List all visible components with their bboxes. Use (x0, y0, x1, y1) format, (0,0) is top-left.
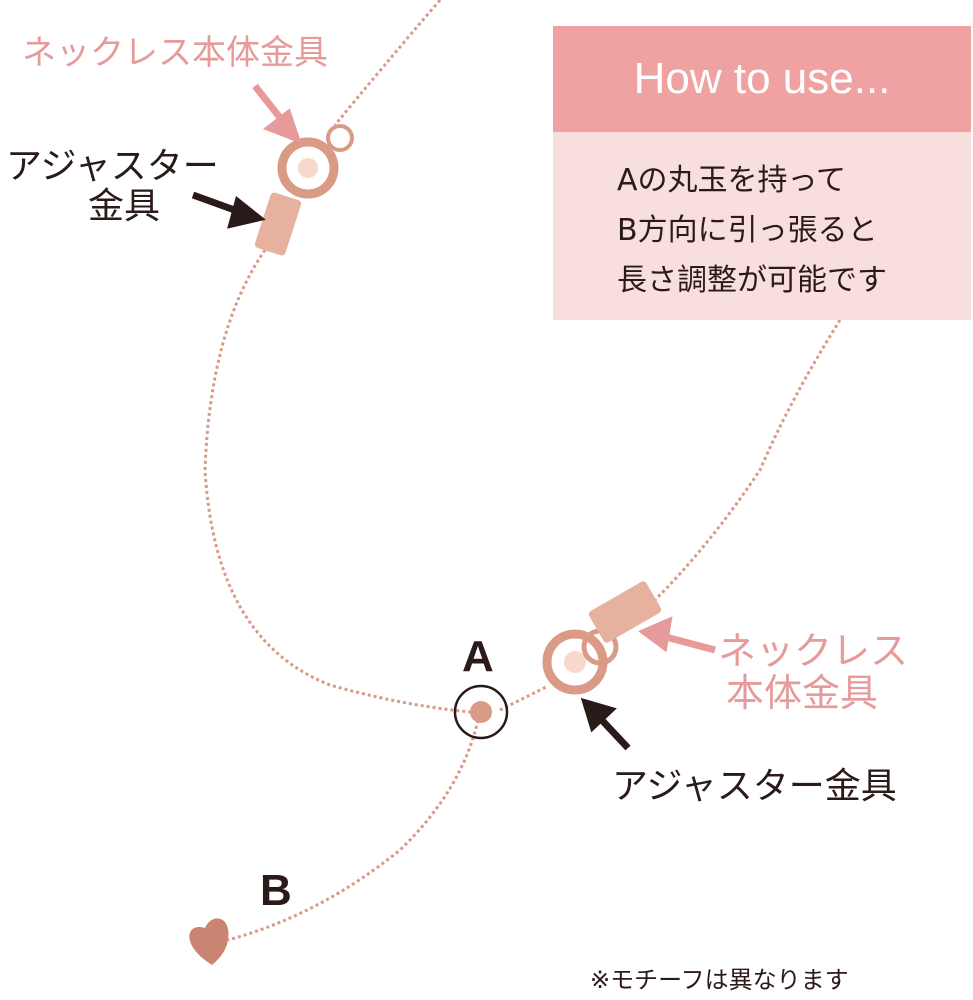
arrow-dark-right (580, 697, 631, 751)
point-a-label: A (462, 632, 494, 681)
how-to-line-3: 長さ調整が可能です (617, 263, 887, 298)
how-to-use-body: Aの丸玉を持って B方向に引っ張ると 長さ調整が可能です (553, 132, 971, 320)
arrow-dark-top (191, 191, 266, 229)
chain-left-strand (203, 0, 471, 714)
ball-highlight-circle (453, 684, 509, 740)
motif-note: ※モチーフは異なります (590, 966, 849, 994)
how-to-use-title: How to use... (633, 54, 891, 103)
chain-adjuster-strand (227, 719, 480, 942)
bottom-adjuster-plate (588, 581, 662, 643)
chain-link-short (499, 684, 549, 712)
adjuster-label-top-line2: 金具 (88, 186, 161, 227)
heart-charm (189, 918, 229, 965)
arrow-pink-top (252, 83, 302, 144)
arrow-pink-right (638, 616, 716, 654)
adjuster-label-top-line1: アジャスター (6, 146, 219, 187)
necklace-clasp-label-right-line1: ネックレス (718, 629, 909, 673)
how-to-line-1: Aの丸玉を持って (617, 163, 847, 198)
top-adjuster-plate (254, 192, 302, 256)
how-to-line-2: B方向に引っ張ると (617, 213, 878, 248)
how-to-use-header: How to use... (553, 26, 971, 132)
point-b-label: B (260, 866, 292, 915)
adjuster-ball (470, 701, 492, 723)
top-spring-ring-clasp (277, 124, 354, 199)
necklace-clasp-label-top: ネックレス本体金具 (22, 33, 328, 73)
adjuster-label-right: アジャスター金具 (612, 766, 897, 807)
necklace-clasp-label-right-line2: 本体金具 (726, 671, 879, 715)
chain-right-strand (653, 319, 842, 602)
